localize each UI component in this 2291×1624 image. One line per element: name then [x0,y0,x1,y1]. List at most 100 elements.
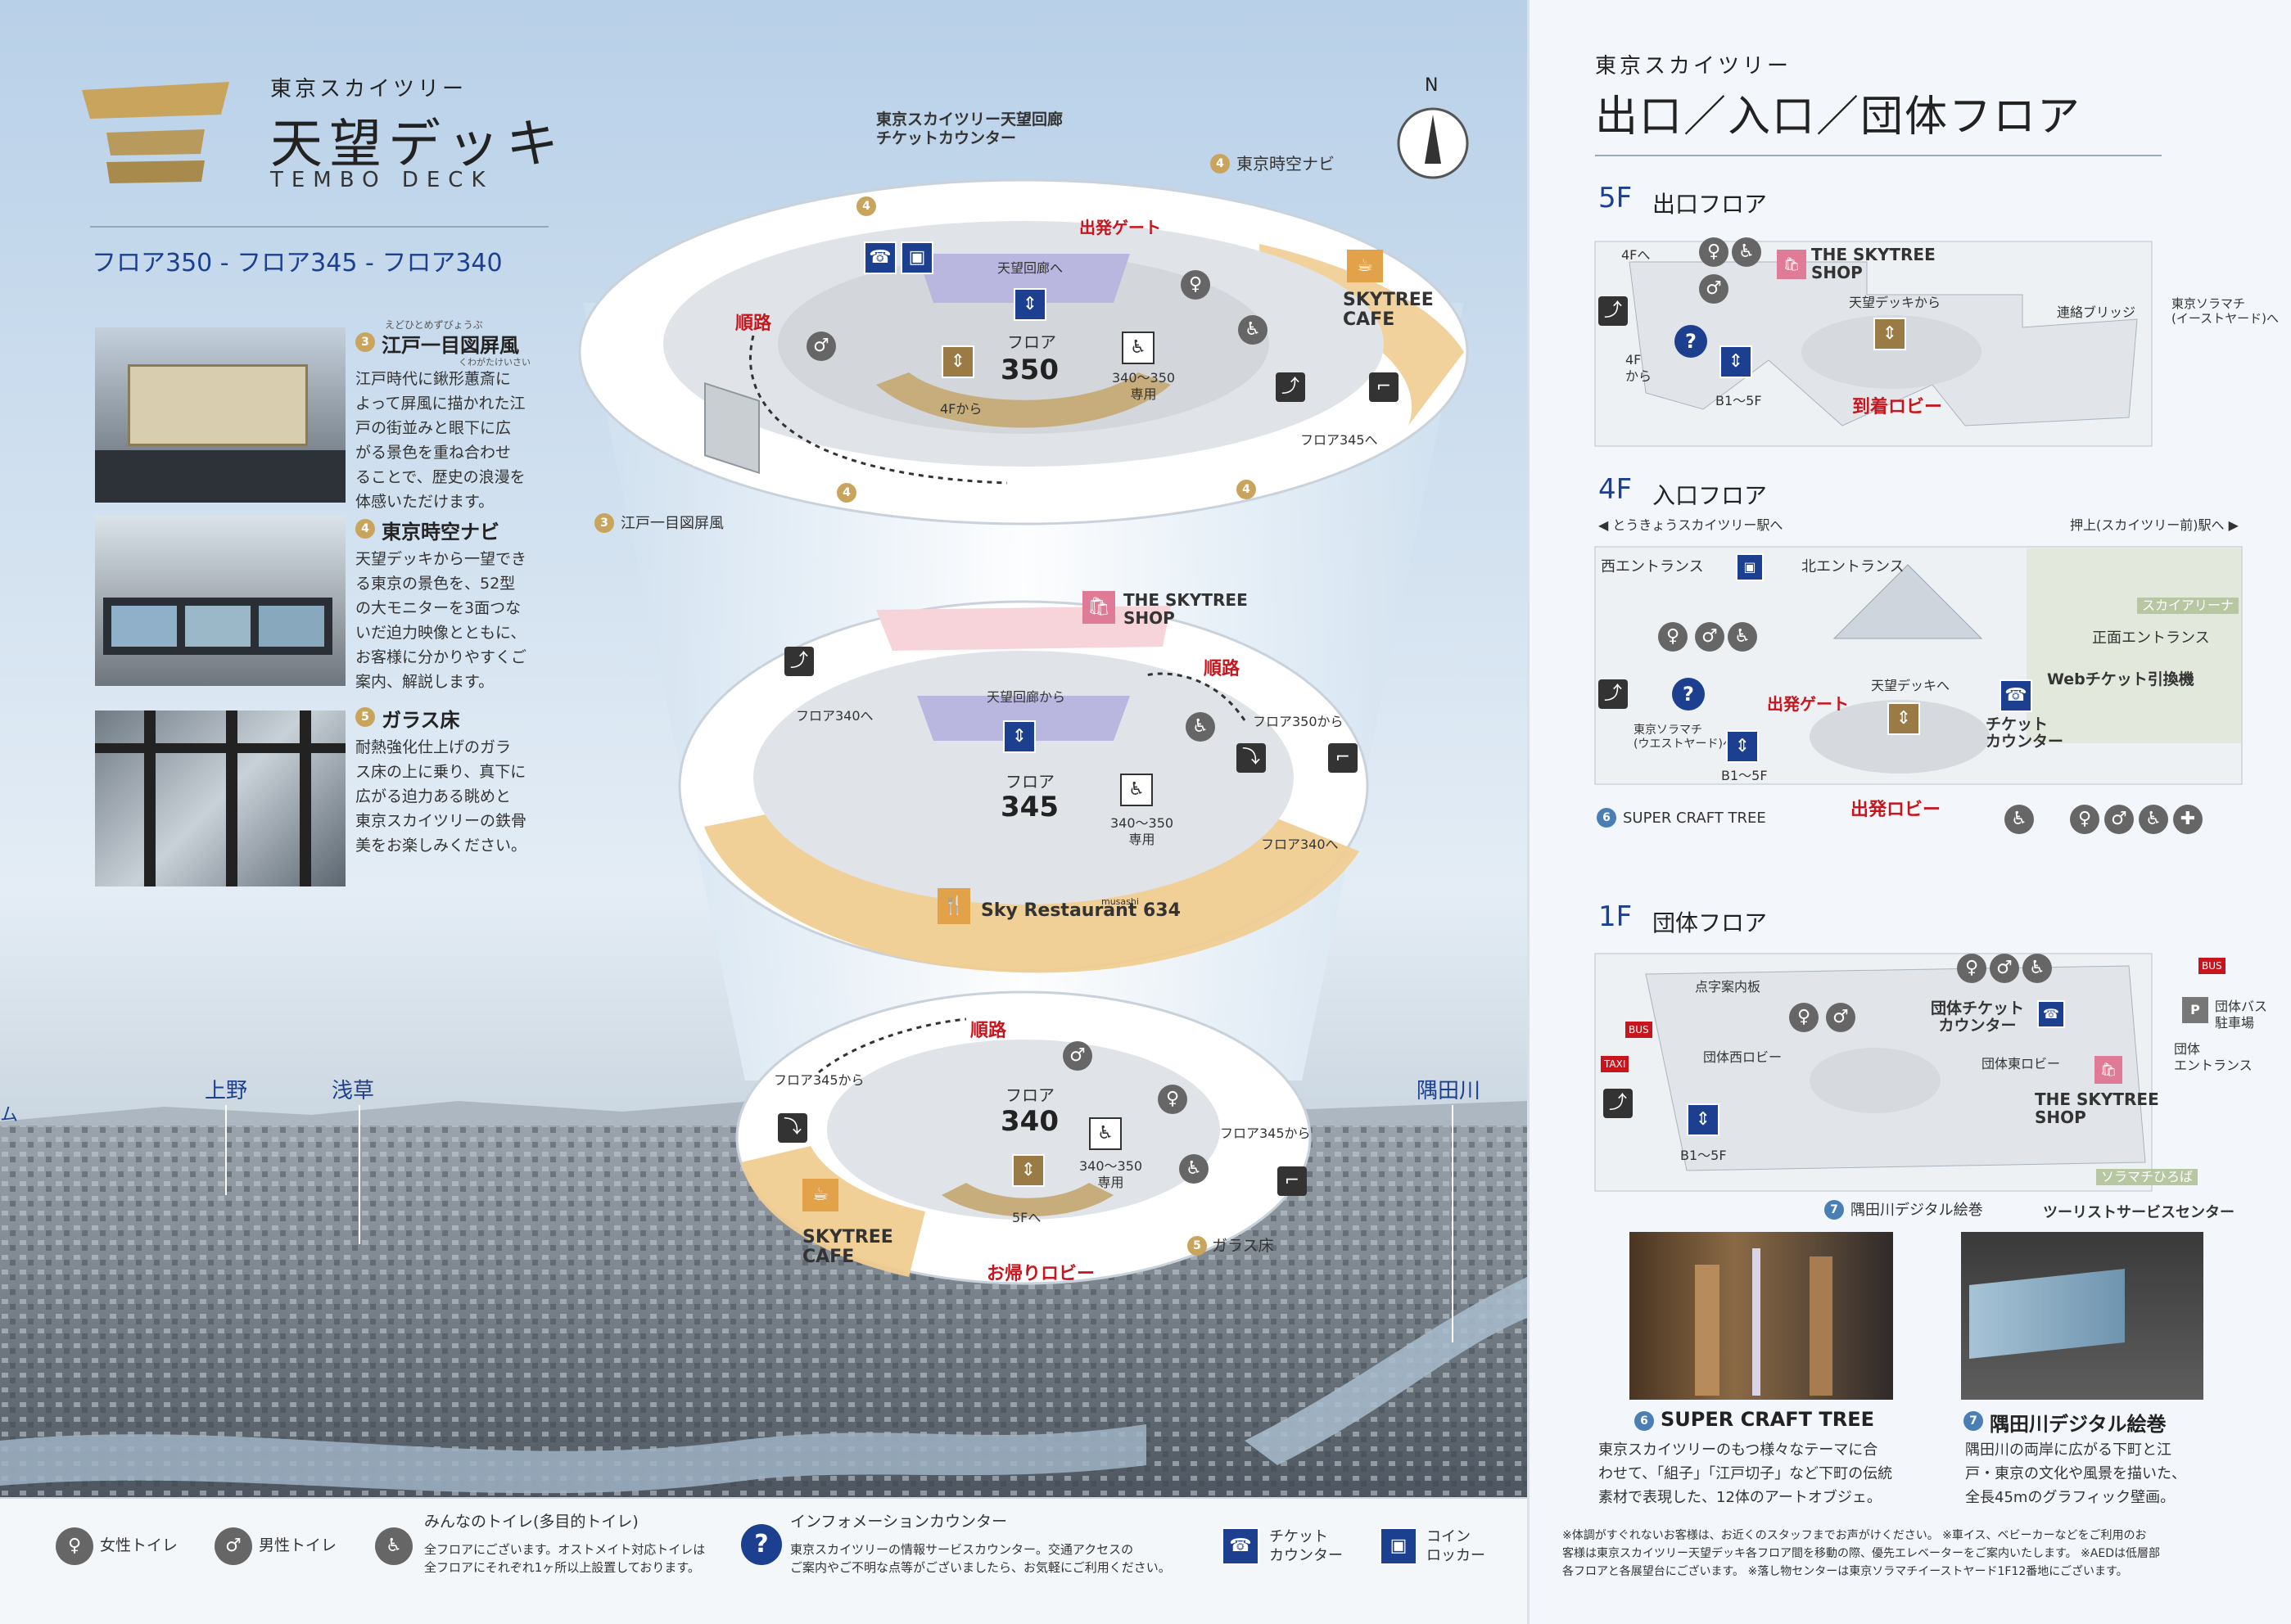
f345-stairs-icon: ⌐ [1328,743,1358,773]
glass-floor-name: ガラス床 [382,709,460,732]
f345-shop: THE SKYTREE SHOP [1123,590,1248,628]
f350-ticket-icon: ☎ [864,241,897,274]
f4-b1-elevator-icon: ⇕ [1726,730,1759,763]
f1-heading-num: 1F [1598,900,1633,933]
f4-locker-icon: ▣ [1736,553,1764,581]
f350-male-toilet-icon: ♂ [807,332,836,361]
f1-group-ticket: 団体チケット カウンター [1931,999,2025,1035]
f1-female-2-toilet-icon: ♀ [1789,1003,1819,1032]
f4-male-2-toilet-icon: ♂ [2104,805,2134,834]
f350-badge-3: 3 [594,513,614,533]
f350-escalator-icon: ⤴ [1276,372,1305,402]
f5-escalator-icon: ⤴ [1598,296,1628,326]
right-title: 出口／入口／団体フロア [1595,92,2082,142]
legend-locker-icon: ▣ [1380,1527,1417,1565]
legend-multi-title: みんなのトイレ(多目的トイレ) [424,1513,639,1531]
f350-exclusive: 340～350 専用 [1112,370,1176,402]
badge-3: 3 [355,332,375,352]
f4-accessible-icon: ♿ [1728,622,1757,652]
f345-from350: フロア350から [1253,714,1344,729]
craft-tree-photo [1629,1232,1893,1400]
f1-accessible-icon: ♿ [2022,954,2052,983]
f350-byobu-label: 江戸一目図屏風 [621,515,724,532]
f340-male-toilet-icon: ♂ [1063,1041,1092,1071]
f4-to-tokyo-skytree-st: ◀ とうきょうスカイツリー駅へ [1598,517,1783,533]
f4-info-icon[interactable]: ? [1672,678,1705,710]
deck-title: 天望デッキ [270,115,565,175]
badge-5: 5 [355,707,375,727]
f1-sumida-badge: 7 [1824,1200,1844,1220]
feature6-badge: 6 [1634,1411,1654,1431]
f4-accessible-3-icon: ♿ [2139,805,2168,834]
f1-b1-5f: B1～5F [1680,1148,1727,1163]
f340-priority-elevator-icon: ♿ [1089,1117,1122,1150]
byobu-photo [95,327,346,503]
north-label: N [1425,75,1439,96]
feature6-title: SUPER CRAFT TREE [1661,1408,1875,1431]
f350-locker-icon: ▣ [901,241,933,274]
f1-group-entrance: 団体 エントランス [2174,1041,2253,1073]
f340-floor-label: フロア [1005,1085,1055,1105]
f4-depart-gate: 出発ゲート [1767,694,1849,714]
f345-to340b: フロア340へ [1261,837,1339,852]
f1-taxi: TAXI [1601,1056,1629,1072]
f340-elevator-5f-icon: ⇕ [1012,1154,1045,1187]
legend-ticket-icon: ☎ [1222,1527,1259,1565]
f350-badge-4a: 4 [856,196,876,216]
f345-priority-elevator-icon: ♿ [1120,774,1153,806]
f4-deck-elevator-icon: ⇕ [1887,702,1920,735]
f4-ticket-icon: ☎ [2000,679,2032,712]
floors-line: フロア350 - フロア345 - フロア340 [92,249,503,277]
f5-heading-num: 5F [1598,182,1633,214]
brand-label: 東京スカイツリー [270,77,468,102]
f4-female-2-toilet-icon: ♀ [2070,805,2099,834]
f1-tourist-center: ツーリストサービスセンター [2043,1204,2235,1221]
feature6-text: 東京スカイツリーのもつ様々なテーマに合 わせて、「組子」「江戸切子」など下町の伝… [1598,1441,1893,1506]
f350-to345: フロア345へ [1300,432,1378,448]
legend-info-title: インフォメーションカウンター [790,1513,1008,1531]
f340-cafe-icon: ☕ [802,1179,838,1211]
f345-floor-label: フロア [1005,772,1055,792]
f1-group-bus: 団体バス 駐車場 [2215,999,2268,1031]
f4-male-toilet-icon: ♂ [1695,622,1724,652]
tokyo-navi-description: 天望デッキから一望でき る東京の景色を、52型 の大モニターを3面つな いだ迫力… [355,550,527,691]
f345-escalator-2-icon: ⤵ [1236,743,1266,773]
f5-info-icon[interactable]: ? [1674,325,1707,358]
byobu-ruby: えどひとめずびょうぶ [385,319,483,331]
f340-from345b: フロア345から [1220,1126,1311,1141]
f5-to-solamachi: 東京ソラマチ (イーストヤード)へ [2171,296,2279,326]
f5-shop: THE SKYTREE SHOP [1811,245,1936,282]
f4-craft-badge: 6 [1597,808,1616,828]
f1-male-toilet-icon: ♂ [1990,954,2019,983]
f340-floor-number: 340 [1001,1105,1059,1138]
f4-craft-label: SUPER CRAFT TREE [1623,810,1766,827]
f350-to-corridor: 天望回廊へ [997,260,1064,276]
f340-female-toilet-icon: ♀ [1158,1085,1187,1114]
feature7-title: 隅田川デジタル絵巻 [1990,1413,2167,1436]
f1-shop-icon: 🛍 [2094,1056,2122,1084]
f350-from4f: 4Fから [940,401,983,417]
landmark-edge: ム [0,1105,19,1126]
f4-depart-lobby: 出発ロビー [1850,800,1941,820]
f5-arrival-lobby: 到着ロビー [1852,397,1943,417]
f1-bus-left: BUS [1625,1022,1652,1038]
f345-shop-icon: 🛍 [1082,591,1115,624]
f340-route: 順路 [970,1021,1007,1041]
f5-heading: 出口フロア [1652,191,1768,218]
f5-shop-icon: 🛍 [1777,250,1806,279]
f345-accessible-icon: ♿ [1186,712,1215,742]
feature7-text: 隅田川の両岸に広がる下町と江 戸・東京の文化や風景を描いた、 全長45mのグラフ… [1965,1441,2186,1506]
f4-female-toilet-icon: ♀ [1658,622,1688,652]
f345-from-corridor: 天望回廊から [987,689,1066,705]
f5-b1-5f: B1～5F [1715,393,1762,408]
f5-female-toilet-icon: ♀ [1699,237,1728,267]
f4-web-ticket: Webチケット引換機 [2047,670,2194,688]
f1-solamachi-plaza: ソラマチひろば [2096,1169,2198,1185]
right-brand: 東京スカイツリー [1595,54,1792,79]
f5-b1-elevator-icon: ⇕ [1719,345,1752,378]
f350-depart-gate: 出発ゲート [1079,218,1161,237]
f350-floor-label: フロア [1007,332,1056,352]
f5-from-deck: 天望デッキから [1849,295,1941,310]
legend-female-toilet-icon: ♀ [56,1527,93,1565]
f350-badge-4b: 4 [1210,154,1230,174]
